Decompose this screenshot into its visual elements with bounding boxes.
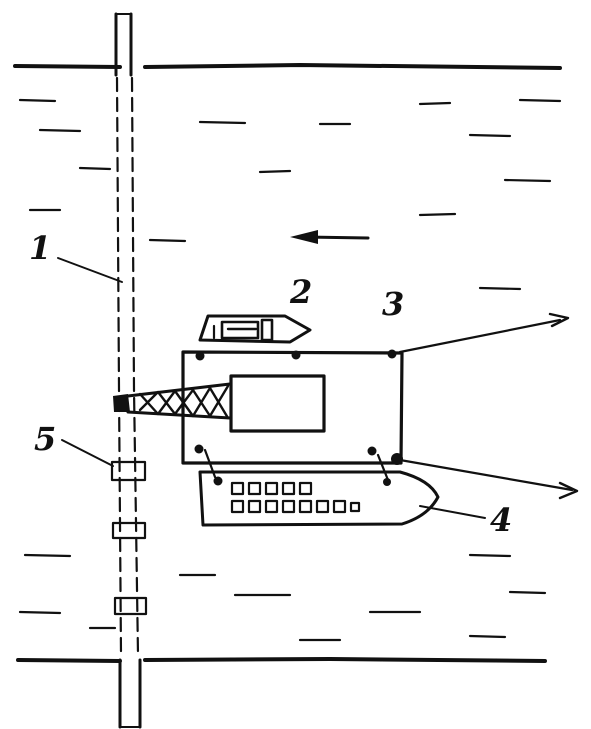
lower-bank-line (16, 657, 547, 663)
barge (198, 448, 440, 527)
barge-cargo (230, 481, 361, 514)
leader-4 (419, 505, 486, 519)
river-banks (13, 63, 562, 663)
tug-boat (198, 314, 312, 344)
pipeline (110, 12, 148, 729)
label-pipeline: 1 (29, 229, 52, 267)
pipeline-joints (110, 460, 148, 616)
leader-5 (61, 439, 114, 467)
water-hatching (18, 98, 562, 662)
label-barge: 4 (490, 501, 513, 539)
joint-coupling (111, 521, 147, 540)
crane-cabin (229, 374, 326, 433)
joint-coupling (110, 460, 147, 482)
label-pontoon: 3 (382, 285, 405, 323)
current-direction-arrow (290, 230, 370, 244)
joint-coupling (113, 596, 148, 616)
upper-bank-line (13, 63, 562, 70)
pontoon (181, 312, 579, 500)
leader-lines (57, 257, 486, 519)
label-joint: 5 (34, 420, 57, 458)
label-tug-boat: 2 (290, 273, 313, 311)
crane-boom (113, 382, 232, 420)
leader-1 (57, 257, 123, 283)
